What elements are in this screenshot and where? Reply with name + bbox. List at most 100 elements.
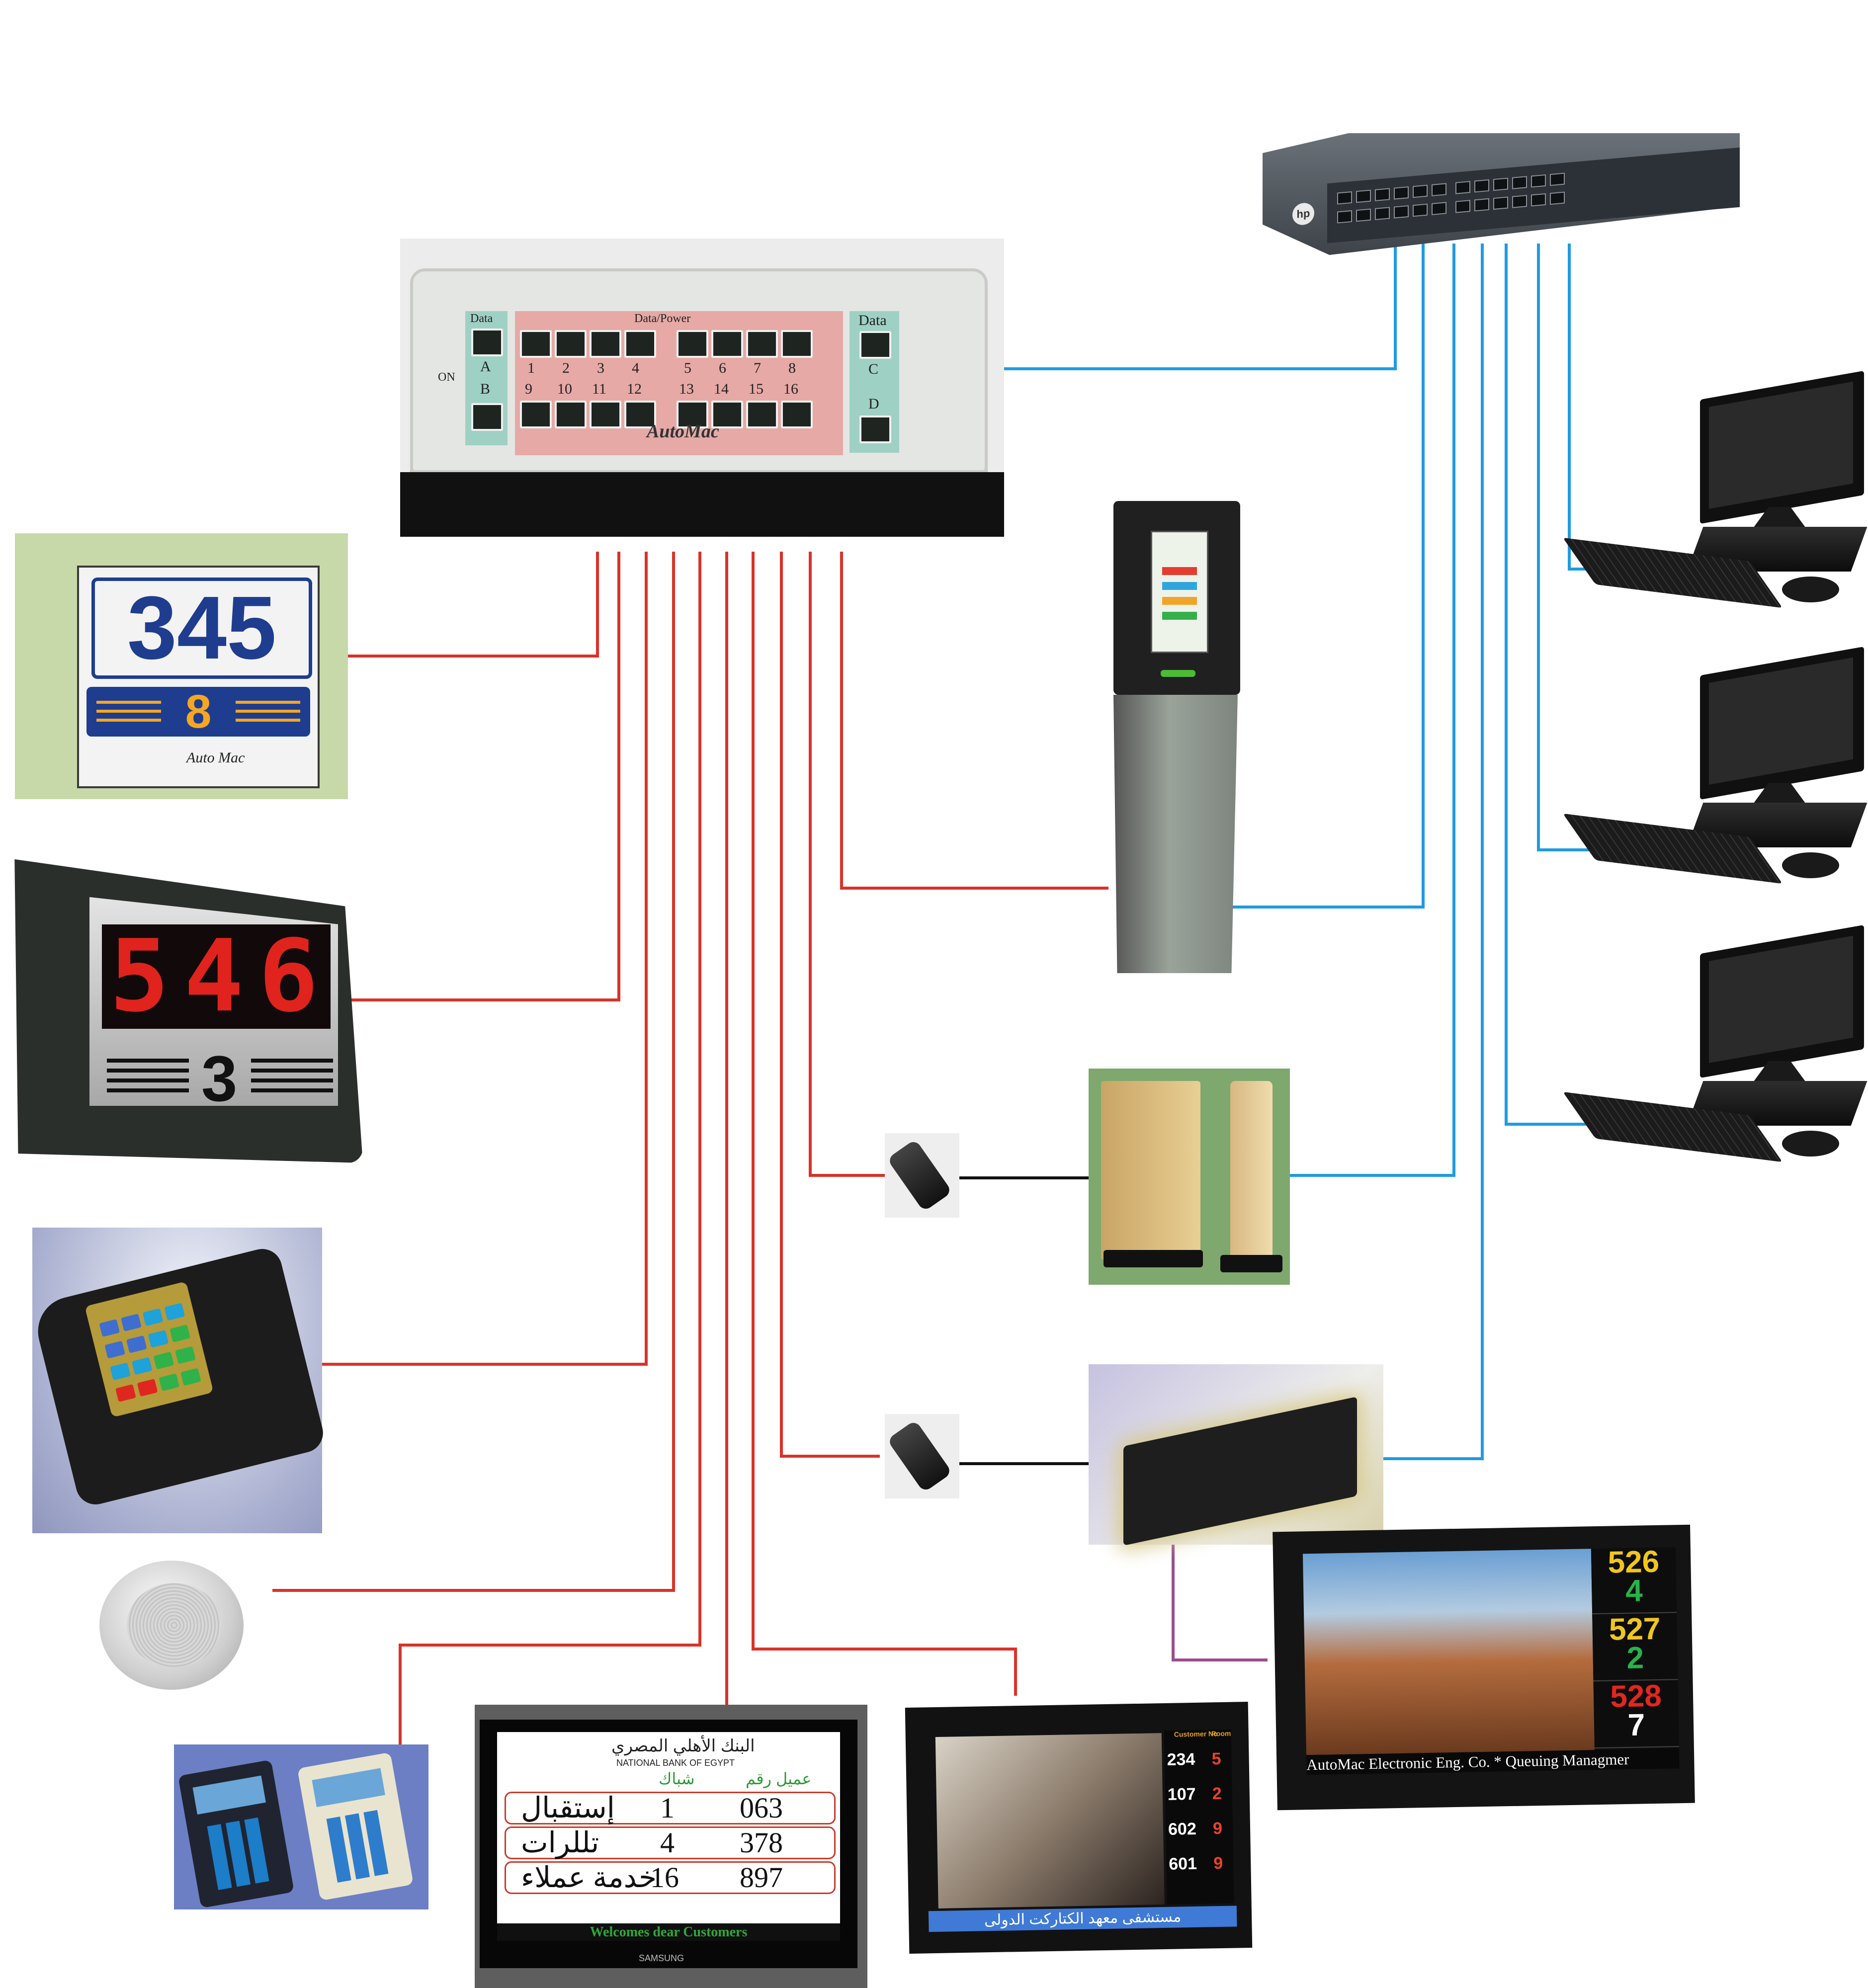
port-16 <box>781 401 813 428</box>
network-switch-icon: hp <box>1263 133 1740 255</box>
service-name: إستقبال <box>521 1792 615 1824</box>
right-data-panel: Data C D <box>849 311 899 453</box>
landscape-photo <box>1302 1549 1595 1755</box>
touch-kiosk-icon <box>1111 501 1241 973</box>
monitor-screen <box>1709 935 1853 1063</box>
keypad-key <box>137 1379 158 1397</box>
port-a-label: A <box>480 358 491 375</box>
port-b <box>471 403 503 431</box>
port-11 <box>590 401 621 428</box>
media-player-body <box>1123 1397 1357 1546</box>
queue-cell: 526 4 <box>1591 1545 1677 1615</box>
port-9-label: 9 <box>525 381 532 397</box>
switch-port <box>1375 188 1390 201</box>
ticket-number: 528 <box>1610 1678 1662 1714</box>
port-13-label: 13 <box>679 381 694 397</box>
keypad-key <box>126 1335 147 1353</box>
counter-number: 7 <box>1627 1708 1645 1742</box>
port-2-label: 2 <box>562 360 570 376</box>
lcd-counter-display: 345 8 Auto Mac <box>15 533 348 799</box>
cable-dongle-2 <box>780 552 880 1458</box>
led-digits: 5 4 6 <box>102 924 331 1029</box>
cable-led-display <box>338 552 620 1001</box>
window-number: 4 <box>660 1826 675 1859</box>
controller-housing: ON Data A B Data/Power 1 2 3 4 5 6 7 8 <box>410 268 988 473</box>
switch-port <box>1512 195 1527 208</box>
header-room: Room <box>1211 1729 1231 1738</box>
port-8 <box>781 330 813 358</box>
keypad-key <box>115 1384 136 1402</box>
monitor-screen <box>1709 657 1853 785</box>
switch-port <box>1455 200 1470 213</box>
port-1-label: 1 <box>527 360 535 376</box>
keypad-key <box>121 1314 142 1332</box>
port-15 <box>746 401 778 428</box>
ticket-printer-icon <box>30 1228 328 1533</box>
keypad-key <box>170 1325 190 1342</box>
network-pc-2 <box>1537 244 1607 851</box>
mini-pc-stand <box>1104 1250 1203 1267</box>
port-5 <box>677 330 708 358</box>
data-power-panel: Data/Power 1 2 3 4 5 6 7 8 9 10 11 12 13… <box>515 311 843 455</box>
clinic-photo <box>935 1733 1165 1908</box>
kiosk-option <box>1162 612 1197 620</box>
usb-adapter-body <box>887 1139 952 1212</box>
led-digit-2: 4 <box>184 918 244 1034</box>
desktop-pc-icon <box>1562 370 1868 629</box>
room-number: 5 <box>1211 1749 1221 1769</box>
ceiling-speaker-icon <box>99 1561 244 1700</box>
port-b-label: B <box>480 381 491 397</box>
switch-port <box>1474 179 1489 193</box>
window-number: 16 <box>650 1861 679 1894</box>
counter-number: 2 <box>1626 1641 1644 1675</box>
switch-port <box>1531 193 1546 207</box>
power-label: ON <box>438 371 455 384</box>
switch-port <box>1493 177 1508 191</box>
led-digit-1: 5 <box>109 918 170 1034</box>
cable-keypads <box>399 552 701 1745</box>
port-1 <box>520 330 552 358</box>
customer-number: 063 <box>740 1792 783 1824</box>
switch-port <box>1512 176 1527 189</box>
video-cable <box>1172 1545 1268 1661</box>
port-d-label: D <box>868 396 879 412</box>
keypad-display <box>192 1775 266 1815</box>
queue-cell: 527 2 <box>1592 1612 1678 1682</box>
port-14 <box>711 401 743 428</box>
keypad-key <box>159 1373 180 1392</box>
bank-name-english: NATIONAL BANK OF EGYPT <box>616 1758 735 1768</box>
kiosk-head <box>1113 501 1240 695</box>
right-section-label: Data <box>858 312 887 329</box>
counter-number: 8 <box>185 685 212 738</box>
switch-port <box>1337 191 1352 205</box>
switch-port <box>1432 183 1446 196</box>
speaker-grill <box>127 1583 221 1667</box>
header-customer: عميل رقم <box>746 1770 812 1788</box>
signage-queue-screen: 526 4 527 2 528 7 AutoMac Electronic Eng… <box>1273 1524 1695 1811</box>
customer-number: 897 <box>740 1861 783 1894</box>
port-3 <box>590 330 621 358</box>
handheld-keypad-icon <box>174 1744 428 1909</box>
kiosk-screen <box>1151 531 1208 653</box>
cable-speaker <box>272 552 675 1592</box>
port-12 <box>624 401 656 428</box>
ticket-number: 345 <box>91 578 312 679</box>
network-box-pc <box>1383 244 1484 1460</box>
led-digit-3: 6 <box>258 918 319 1034</box>
left-section-label: Data <box>470 312 493 325</box>
service-name: تللرات <box>521 1826 599 1859</box>
port-11-label: 11 <box>592 381 606 397</box>
lcd-logo: Auto Mac <box>186 749 245 766</box>
switch-port <box>1432 202 1446 215</box>
port-6 <box>711 330 743 358</box>
switch-port <box>1550 172 1565 186</box>
network-controller <box>1004 244 1397 370</box>
port-c-label: C <box>868 361 879 377</box>
port-4 <box>624 330 656 358</box>
mini-pc-vertical <box>1230 1081 1273 1260</box>
keypad-display <box>312 1768 385 1807</box>
port-7-label: 7 <box>754 360 761 376</box>
led-counter-display: 5 4 6 3 <box>7 850 363 1163</box>
kiosk-column <box>1113 695 1238 973</box>
keypad-key <box>104 1340 125 1359</box>
